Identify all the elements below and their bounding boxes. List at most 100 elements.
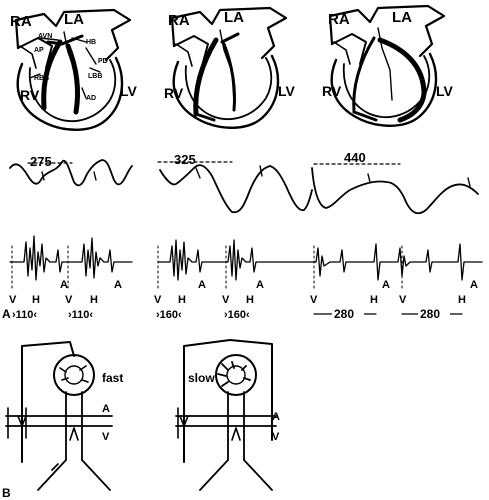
slow-pathway-diagram [175, 339, 277, 491]
branch-mark [51, 463, 59, 471]
v-mark-3b: V [399, 294, 407, 306]
right-bundle-branch-path [41, 39, 63, 111]
v-mark-1b: V [65, 294, 73, 306]
hb-label: HB [86, 39, 96, 46]
interval-3b: 280 [420, 307, 440, 321]
lv-label-2: LV [278, 83, 296, 99]
left-bundle-branch-path [65, 43, 81, 115]
pressure-trace-1 [9, 159, 133, 187]
hb-pointer [71, 37, 87, 43]
his-trunk [65, 391, 83, 461]
interval-1a: ›110‹ [12, 309, 37, 321]
h-mark-3a: H [370, 294, 378, 306]
fast-fibers [59, 365, 89, 383]
a-mark-2a: A [198, 279, 206, 291]
a-mark-3a: A [382, 279, 390, 291]
arrow-shaft-3 [352, 110, 378, 122]
pressure-trace-2 [157, 161, 313, 214]
rv-label-2: RV [164, 85, 184, 101]
a-label-slow: A [272, 411, 280, 423]
a-mark-2b: A [256, 279, 264, 291]
anterograde-path [222, 42, 236, 112]
anterograde-wide-path [377, 37, 427, 123]
pd-pointer [89, 67, 101, 73]
bundle-split-slow [199, 459, 273, 491]
section-label-a: A [2, 307, 11, 321]
a-mark-3b: A [470, 279, 478, 291]
ad-label: AD [86, 95, 96, 102]
retrograde-path-3 [352, 36, 376, 114]
la-label-2: LA [224, 9, 244, 26]
v-label-slow: V [272, 431, 280, 443]
la-label-1: LA [64, 11, 84, 28]
electrogram-2 [157, 239, 313, 291]
up-arrow-slow [231, 427, 241, 441]
rv-label-1: RV [20, 87, 40, 103]
rv-label-3: RV [322, 83, 342, 99]
av-node-inner-slow [226, 365, 246, 385]
interval-2b: ›160‹ [224, 309, 250, 321]
lbb-pointer [85, 47, 97, 65]
accessory-pathway-2 [220, 32, 240, 44]
h-mark-1a: H [32, 294, 40, 306]
v-mark-3a: V [310, 294, 318, 306]
slow-fibers [217, 361, 251, 387]
a-mark-1b: A [114, 279, 122, 291]
a-label-fast: A [102, 403, 110, 415]
reentry-loop [21, 341, 75, 463]
electrogram-1 [9, 235, 133, 291]
h-mark-2b: H [246, 294, 254, 306]
bundle-split [37, 459, 111, 491]
v-mark-2a: V [154, 294, 162, 306]
up-arrow-fast [69, 427, 79, 441]
heart-diagram-3 [328, 4, 446, 127]
ra-label-2: RA [168, 12, 190, 29]
pressure-trace-3 [311, 163, 479, 215]
heart-diagram-1 [14, 8, 132, 131]
panel-2: RA LA RV LV 325 A A V H V H ›160‹ ›160‹ [154, 6, 313, 321]
fast-label: fast [102, 371, 123, 385]
ad-pointer [81, 87, 87, 99]
av-node-inner [64, 365, 84, 385]
cycle-length-3: 440 [344, 150, 366, 165]
av-node-circle-slow [215, 354, 257, 396]
v-mark-2b: V [222, 294, 230, 306]
interval-2a: ›160‹ [156, 309, 182, 321]
v-label-fast: V [102, 431, 110, 443]
reentry-loop-slow [183, 339, 273, 463]
interval-bg-3a [332, 306, 364, 320]
heart-diagram-2 [170, 6, 288, 129]
interval-1b: ›110‹ [68, 309, 93, 321]
his-trunk-slow [227, 391, 245, 461]
av-node-circle [53, 354, 95, 396]
la-label-3: LA [392, 9, 412, 26]
rbb-label: RBB [34, 75, 49, 82]
lv-label-1: LV [120, 83, 138, 99]
arrow-shaft-2 [194, 112, 216, 122]
h-mark-3b: H [458, 294, 466, 306]
electrogram-3 [311, 243, 483, 291]
retrograde-path [193, 37, 219, 117]
ap-label: AP [34, 47, 44, 54]
h-mark-1b: H [90, 294, 98, 306]
a-mark-1a: A [60, 279, 68, 291]
cycle-length-1: 275 [30, 154, 52, 169]
interval-bg-3b [418, 306, 450, 320]
panel-1: RA LA RV LV AVN HB AP RBB LBB PD AD 275 … [9, 8, 138, 321]
avn-label: AVN [38, 33, 52, 40]
ra-label-3: RA [328, 11, 350, 28]
avn-pointer [39, 37, 59, 41]
interval-3a: 280 [334, 307, 354, 321]
cycle-length-2: 325 [174, 152, 196, 167]
fast-pathway-diagram [5, 341, 113, 491]
ra-label-1: RA [10, 13, 32, 30]
h-mark-2a: H [178, 294, 186, 306]
panel-3: RA LA RV LV 440 A A V H V H 280 280 [310, 4, 483, 321]
lbb-label: LBB [88, 73, 102, 80]
section-label-b: B [2, 486, 11, 500]
v-mark-1a: V [9, 294, 17, 306]
lv-label-3: LV [436, 83, 454, 99]
slow-label: slow [188, 371, 215, 385]
